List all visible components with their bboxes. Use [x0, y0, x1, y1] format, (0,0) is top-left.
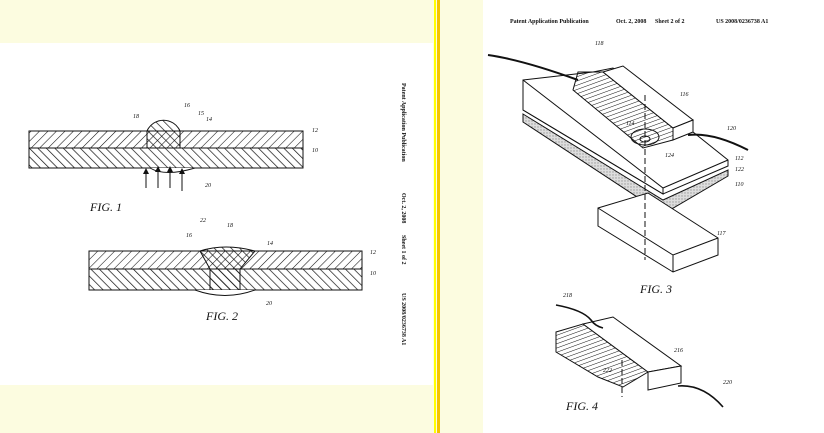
- fig4-label: 222: [603, 368, 612, 374]
- fig3-label: 110: [735, 182, 744, 188]
- fig1-drawing: 16 18 15 14 12 10 20 FIG. 1: [29, 103, 318, 214]
- fig2-label: 10: [370, 271, 376, 277]
- sheet-2-drawing: Patent Application Publication Oct. 2, 2…: [483, 0, 824, 433]
- header-date: Oct. 2, 2008: [400, 193, 406, 223]
- header-number: US 2008/0236738 A1: [716, 19, 768, 25]
- header-title: Patent Application Publication: [400, 83, 406, 162]
- fig3-label: 112: [735, 156, 744, 162]
- fig4-label: 216: [674, 348, 683, 354]
- fig1-label: 12: [312, 128, 318, 134]
- fig3-caption: FIG. 3: [639, 282, 672, 296]
- page-divider-orange: [437, 0, 440, 433]
- patent-sheet-1: 16 18 15 14 12 10 20 FIG. 1 22 16 18 14 …: [0, 43, 433, 385]
- fig2-label: 12: [370, 250, 376, 256]
- fig3-label: 124: [665, 152, 674, 159]
- fig2-label: 22: [200, 218, 206, 224]
- patent-sheet-2: Patent Application Publication Oct. 2, 2…: [483, 0, 824, 433]
- header-title: Patent Application Publication: [510, 19, 589, 25]
- fig1-label: 15: [198, 111, 204, 117]
- sheet-1-header: Patent Application Publication Oct. 2, 2…: [400, 83, 406, 345]
- fig3-label: 116: [680, 92, 689, 98]
- fig3-label: 118: [595, 41, 604, 47]
- page-divider-yellow: [434, 0, 436, 433]
- fig1-label: 10: [312, 148, 318, 154]
- fig1-caption: FIG. 1: [89, 200, 122, 214]
- fig2-label: 20: [266, 301, 272, 307]
- fig1-label: 16: [184, 103, 190, 109]
- fig2-label: 16: [186, 233, 192, 239]
- fig1-label: 14: [206, 116, 212, 123]
- fig4-label: 218: [563, 293, 572, 299]
- sheet-2-header: Patent Application Publication Oct. 2, 2…: [510, 19, 768, 25]
- header-sheet: Sheet 1 of 2: [400, 235, 406, 265]
- fig2-caption: FIG. 2: [205, 309, 238, 323]
- fig4-caption: FIG. 4: [565, 399, 598, 413]
- fig3-label: 114: [626, 120, 635, 127]
- header-sheet: Sheet 2 of 2: [655, 19, 685, 25]
- fig3-label: 117: [717, 231, 727, 237]
- fig2-drawing: 22 16 18 14 12 10 20 FIG. 2: [89, 218, 376, 323]
- fig3-drawing: 118 116 114 120 124 112 122 110 117 FIG.…: [488, 41, 748, 296]
- sheet-1-drawing: 16 18 15 14 12 10 20 FIG. 1 22 16 18 14 …: [0, 43, 433, 385]
- header-number: US 2008/0236738 A1: [400, 293, 406, 345]
- fig1-label: 20: [205, 183, 211, 189]
- fig2-label: 18: [227, 223, 233, 229]
- fig2-label: 14: [267, 240, 273, 247]
- fig1-label: 18: [133, 114, 139, 120]
- header-date: Oct. 2, 2008: [616, 19, 646, 25]
- fig3-label: 122: [735, 167, 744, 173]
- fig4-label: 220: [723, 380, 732, 386]
- fig4-drawing: 218 216 222 220 FIG. 4: [556, 293, 732, 413]
- fig3-label: 120: [727, 126, 736, 132]
